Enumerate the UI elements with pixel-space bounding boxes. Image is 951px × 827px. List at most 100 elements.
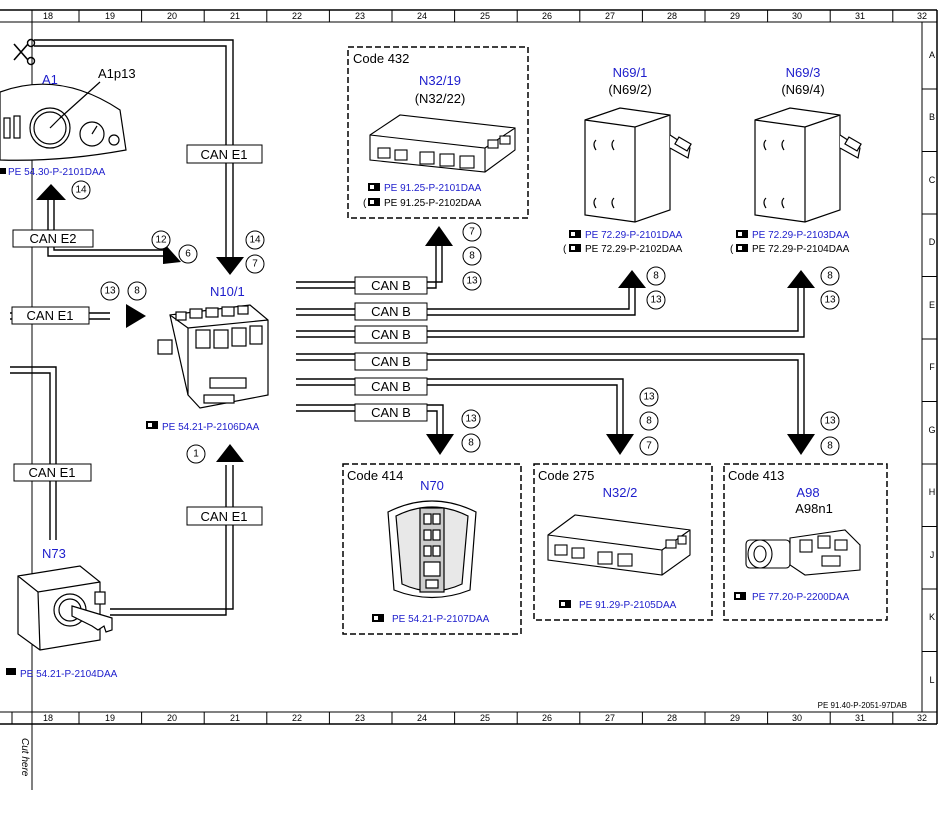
drawing-frame xyxy=(0,9,938,790)
arrow-up-icon xyxy=(618,270,646,288)
circled-number: 14 xyxy=(245,230,265,250)
svg-text:13: 13 xyxy=(104,286,116,297)
circled-number: 7 xyxy=(245,254,265,274)
can-b-label: CAN B xyxy=(371,327,411,342)
can-e1-label: CAN E1 xyxy=(201,147,248,162)
circled-number: 6 xyxy=(178,244,198,264)
component-n32-19-ref1: PE 91.25-P-2101DAA xyxy=(384,183,482,194)
component-a1-ref: PE 54.30-P-2101DAA xyxy=(8,167,106,178)
col-number: 21 xyxy=(230,11,240,21)
circled-number: 13 xyxy=(646,290,666,310)
can-b-label: CAN B xyxy=(371,379,411,394)
ignition-switch-illustration xyxy=(17,565,113,651)
arrow-up-icon xyxy=(425,226,453,246)
circled-callouts: 14 12 6 14 7 13 8 1 7 8 13 8 13 8 13 13 … xyxy=(71,180,840,464)
circled-number: 8 xyxy=(820,266,840,286)
ref-icon xyxy=(372,614,384,622)
col-number: 28 xyxy=(667,713,677,723)
ref-icon xyxy=(6,668,16,675)
svg-text:13: 13 xyxy=(465,414,477,425)
component-n32-19-ref2: PE 91.25-P-2102DAA xyxy=(384,198,482,209)
can-e2-label: CAN E2 xyxy=(30,231,77,246)
svg-text:8: 8 xyxy=(653,271,659,282)
component-a1-sub: A1p13 xyxy=(98,66,136,81)
row-letter: J xyxy=(930,550,935,560)
arrow-down-icon xyxy=(216,257,244,275)
row-letter: L xyxy=(929,675,934,685)
circled-number: 8 xyxy=(127,281,147,301)
row-letter: B xyxy=(929,112,935,122)
svg-text:13: 13 xyxy=(824,295,836,306)
col-number: 32 xyxy=(917,713,927,723)
col-number: 20 xyxy=(167,713,177,723)
component-n10-1-name: N10/1 xyxy=(210,284,245,299)
ref-icon xyxy=(368,183,380,191)
code-label: Code 414 xyxy=(347,468,403,483)
col-number: 29 xyxy=(730,713,740,723)
circled-number: 8 xyxy=(461,433,481,453)
component-a1-name: A1 xyxy=(42,72,58,87)
can-e1-label: CAN E1 xyxy=(29,465,76,480)
circled-number: 13 xyxy=(820,290,840,310)
col-number: 21 xyxy=(230,713,240,723)
component-n69-3-ref2: PE 72.29-P-2104DAA xyxy=(752,244,850,255)
arrow-up-icon xyxy=(216,444,244,462)
svg-text:12: 12 xyxy=(155,235,167,246)
row-letter: D xyxy=(929,237,936,247)
scissors-icon xyxy=(13,38,36,66)
component-a98-name: A98 xyxy=(796,485,819,500)
row-letter: G xyxy=(928,425,935,435)
cut-here-label: Cut here xyxy=(19,738,30,777)
circled-number: 8 xyxy=(820,436,840,456)
code-label: Code 275 xyxy=(538,468,594,483)
ref-icon xyxy=(0,168,6,174)
can-b-label: CAN B xyxy=(371,304,411,319)
circled-number: 13 xyxy=(820,411,840,431)
component-n73-ref: PE 54.21-P-2104DAA xyxy=(20,669,118,680)
component-n69-3-alt: (N69/4) xyxy=(781,82,824,97)
svg-text:8: 8 xyxy=(827,271,833,282)
paren-open: ( xyxy=(363,198,367,209)
code-label: Code 413 xyxy=(728,468,784,483)
svg-text:1: 1 xyxy=(193,449,199,460)
col-number: 27 xyxy=(605,11,615,21)
paren-open: ( xyxy=(563,244,567,255)
circled-number: 8 xyxy=(646,266,666,286)
component-n10-1-ref: PE 54.21-P-2106DAA xyxy=(162,422,260,433)
svg-text:14: 14 xyxy=(75,185,87,196)
circled-number: 7 xyxy=(462,222,482,242)
component-n73-name: N73 xyxy=(42,546,66,561)
can-b-label: CAN B xyxy=(371,278,411,293)
col-number: 23 xyxy=(355,11,365,21)
can-e1-label: CAN E1 xyxy=(201,509,248,524)
control-unit-illustration xyxy=(547,514,691,576)
col-number: 27 xyxy=(605,713,615,723)
row-letter: K xyxy=(929,612,935,622)
circled-number: 1 xyxy=(186,444,206,464)
circled-number: 8 xyxy=(462,246,482,266)
svg-text:8: 8 xyxy=(827,441,833,452)
arrow-down-icon xyxy=(787,434,815,455)
component-n69-1-ref1: PE 72.29-P-2101DAA xyxy=(585,230,683,241)
row-letter: A xyxy=(929,50,935,60)
overhead-panel-illustration xyxy=(387,500,477,599)
bus-label-boxes: CAN E1 CAN E2 CAN E1 CAN E1 CAN E1 CAN B… xyxy=(11,144,428,526)
col-number: 31 xyxy=(855,11,865,21)
col-number: 30 xyxy=(792,713,802,723)
col-number: 24 xyxy=(417,11,427,21)
sunroof-motor-illustration xyxy=(745,529,861,576)
col-number: 31 xyxy=(855,713,865,723)
svg-text:14: 14 xyxy=(249,235,261,246)
ref-icon xyxy=(368,198,380,206)
col-number: 22 xyxy=(292,11,302,21)
svg-text:13: 13 xyxy=(466,276,478,287)
circled-number: 8 xyxy=(639,411,659,431)
component-n69-3-ref1: PE 72.29-P-2103DAA xyxy=(752,230,850,241)
svg-text:13: 13 xyxy=(643,392,655,403)
col-number: 20 xyxy=(167,11,177,21)
col-number: 28 xyxy=(667,11,677,21)
svg-text:13: 13 xyxy=(650,295,662,306)
row-letter: F xyxy=(929,362,935,372)
svg-text:8: 8 xyxy=(468,438,474,449)
